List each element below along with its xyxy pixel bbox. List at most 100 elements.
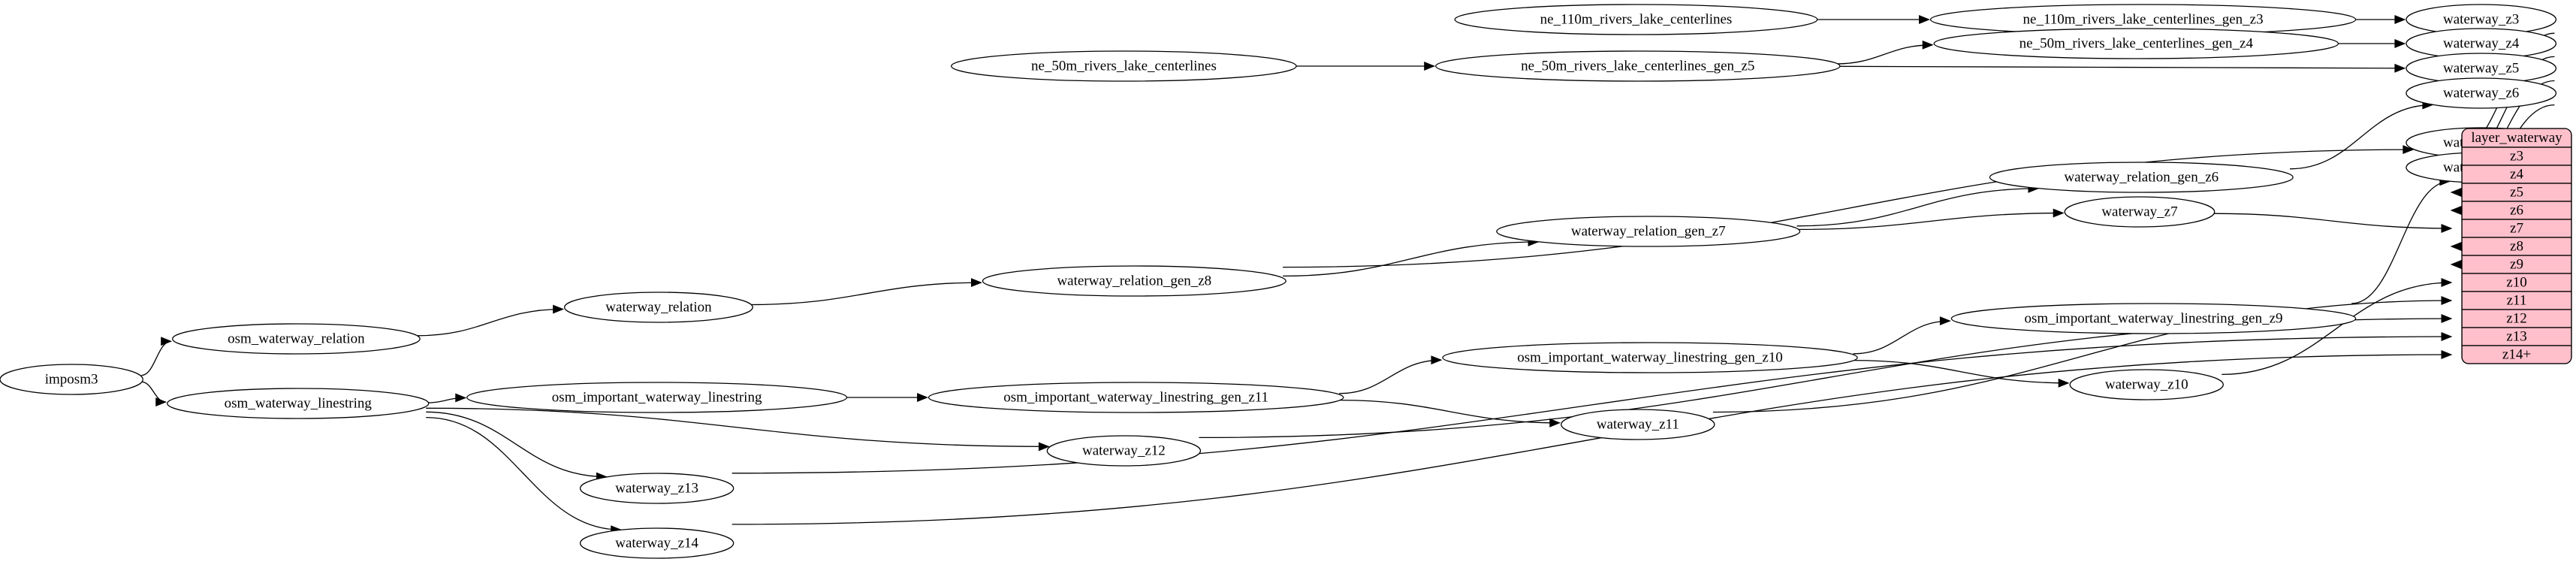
node-shape[interactable] xyxy=(1989,162,2294,193)
edge-arrowhead xyxy=(1922,40,1934,50)
node-shape[interactable] xyxy=(1442,342,1858,373)
node-shape[interactable] xyxy=(466,382,848,413)
node-shape[interactable] xyxy=(1454,4,1818,35)
graph-edge xyxy=(1796,212,2064,231)
edge-arrowhead xyxy=(1939,316,1951,326)
graph-edge xyxy=(1283,241,1539,277)
node-shape[interactable] xyxy=(579,473,734,504)
graph-node-waterway_z7[interactable]: waterway_z7 xyxy=(2064,196,2216,228)
node-shape[interactable] xyxy=(172,323,421,355)
table-row-z4[interactable] xyxy=(2462,165,2571,184)
edge-arrowhead xyxy=(2441,278,2453,287)
graph-edge xyxy=(1283,149,2413,268)
node-shape[interactable] xyxy=(2069,369,2224,400)
graph-node-osm_waterway_linestring[interactable]: osm_waterway_linestring xyxy=(167,388,430,419)
node-shape[interactable] xyxy=(564,292,753,323)
graph-edge xyxy=(2222,282,2452,376)
graph-node-waterway_relation_gen_z8[interactable]: waterway_relation_gen_z8 xyxy=(982,265,1286,297)
graph-node-waterway_z11[interactable]: waterway_z11 xyxy=(1561,409,1715,440)
table-row-z14+[interactable] xyxy=(2462,345,2571,364)
layer-waterway-table: layer_waterwayz3z4z5z6z7z8z9z10z11z12z13… xyxy=(2461,128,2572,364)
graph-node-osm_important_waterway_linestring_gen_z9[interactable]: osm_important_waterway_linestring_gen_z9 xyxy=(1950,303,2357,334)
graph-node-osm_important_waterway_linestring_gen_z10[interactable]: osm_important_waterway_linestring_gen_z1… xyxy=(1442,342,1858,373)
edges-layer xyxy=(141,15,2555,535)
graph-edge xyxy=(2351,180,2450,304)
edge-arrowhead xyxy=(1424,62,1436,71)
table-row-z12[interactable] xyxy=(2462,309,2571,328)
table-row-z13[interactable] xyxy=(2462,327,2571,346)
edge-arrowhead xyxy=(2394,39,2406,48)
node-shape[interactable] xyxy=(1933,28,2339,59)
graph-edge xyxy=(426,407,1049,448)
graph-edge xyxy=(750,282,982,306)
edge-arrowhead xyxy=(2441,224,2453,233)
node-shape[interactable] xyxy=(951,50,1297,82)
edge-arrowhead xyxy=(1919,15,1930,24)
graph-node-osm_important_waterway_linestring_gen_z11[interactable]: osm_important_waterway_linestring_gen_z1… xyxy=(928,382,1344,413)
edge-arrowhead xyxy=(2450,188,2462,197)
node-shape[interactable] xyxy=(2406,77,2557,109)
graph-edge xyxy=(141,381,166,403)
table-title-cell xyxy=(2462,128,2571,148)
edge-arrowhead xyxy=(2450,260,2462,269)
graph-node-waterway_relation_gen_z7[interactable]: waterway_relation_gen_z7 xyxy=(1496,216,1801,247)
graph-node-osm_waterway_relation[interactable]: osm_waterway_relation xyxy=(172,323,421,355)
graph-node-osm_important_waterway_linestring[interactable]: osm_important_waterway_linestring xyxy=(466,382,848,413)
node-shape[interactable] xyxy=(1496,216,1801,247)
node-shape[interactable] xyxy=(928,382,1344,413)
graph-edge xyxy=(1712,300,2452,413)
node-shape[interactable] xyxy=(1950,303,2357,334)
graph-node-imposm3[interactable]: imposm3 xyxy=(0,364,143,395)
graph-node-waterway_z10[interactable]: waterway_z10 xyxy=(2069,369,2224,400)
node-shape[interactable] xyxy=(579,527,734,559)
graph-edge xyxy=(1339,359,1441,394)
node-shape[interactable] xyxy=(2064,196,2216,228)
graph-node-waterway_z14[interactable]: waterway_z14 xyxy=(579,527,734,559)
graph-node-ne_50m_rivers_lake_centerlines[interactable]: ne_50m_rivers_lake_centerlines xyxy=(951,50,1297,82)
table-row-z11[interactable] xyxy=(2462,291,2571,310)
graph-node-ne_50m_rivers_lake_centerlines_gen_z4[interactable]: ne_50m_rivers_lake_centerlines_gen_z4 xyxy=(1933,28,2339,59)
edge-arrowhead xyxy=(2441,314,2453,323)
graph-edge xyxy=(1796,188,2038,227)
node-shape[interactable] xyxy=(1046,435,1202,467)
table-row-z10[interactable] xyxy=(2462,273,2571,292)
edge-arrowhead xyxy=(2441,332,2453,341)
table-row-z7[interactable] xyxy=(2462,219,2571,238)
graph-edge xyxy=(2290,104,2433,170)
node-shape[interactable] xyxy=(0,364,143,395)
table-row-z5[interactable] xyxy=(2462,183,2571,202)
table-row-z9[interactable] xyxy=(2462,255,2571,274)
table-row-z3[interactable] xyxy=(2462,147,2571,166)
graph-node-waterway_z6[interactable]: waterway_z6 xyxy=(2406,77,2557,109)
graph-edge xyxy=(426,411,607,478)
edge-arrowhead xyxy=(917,393,928,402)
node-shape[interactable] xyxy=(167,388,430,419)
table-row-z6[interactable] xyxy=(2462,201,2571,220)
graph-edge xyxy=(1835,65,2405,69)
edge-arrowhead xyxy=(2053,208,2065,218)
edge-arrowhead xyxy=(155,397,167,407)
graph-node-waterway_relation_gen_z6[interactable]: waterway_relation_gen_z6 xyxy=(1989,162,2294,193)
graph-edge xyxy=(2213,213,2452,229)
graph-node-ne_50m_rivers_lake_centerlines_gen_z5[interactable]: ne_50m_rivers_lake_centerlines_gen_z5 xyxy=(1435,50,1841,82)
node-shape[interactable] xyxy=(1435,50,1841,82)
graph-edge xyxy=(417,308,563,337)
edge-arrowhead xyxy=(161,337,173,346)
table-outline xyxy=(2461,128,2572,364)
graph-edge xyxy=(731,354,2452,525)
graph-node-ne_110m_rivers_lake_centerlines[interactable]: ne_110m_rivers_lake_centerlines xyxy=(1454,4,1818,35)
edge-arrowhead xyxy=(553,304,565,314)
node-shape[interactable] xyxy=(982,265,1286,297)
graph-node-waterway_relation[interactable]: waterway_relation xyxy=(564,292,753,323)
graph-edge xyxy=(1853,359,2069,384)
graph-node-waterway_z13[interactable]: waterway_z13 xyxy=(579,473,734,504)
graph-edge xyxy=(731,336,2452,474)
table-row-z8[interactable] xyxy=(2462,237,2571,256)
node-shape[interactable] xyxy=(1561,409,1715,440)
edge-arrowhead xyxy=(2441,296,2453,305)
edge-arrowhead xyxy=(2450,242,2462,251)
graph-edge xyxy=(1199,318,2452,439)
graph-node-waterway_z12[interactable]: waterway_z12 xyxy=(1046,435,1202,467)
